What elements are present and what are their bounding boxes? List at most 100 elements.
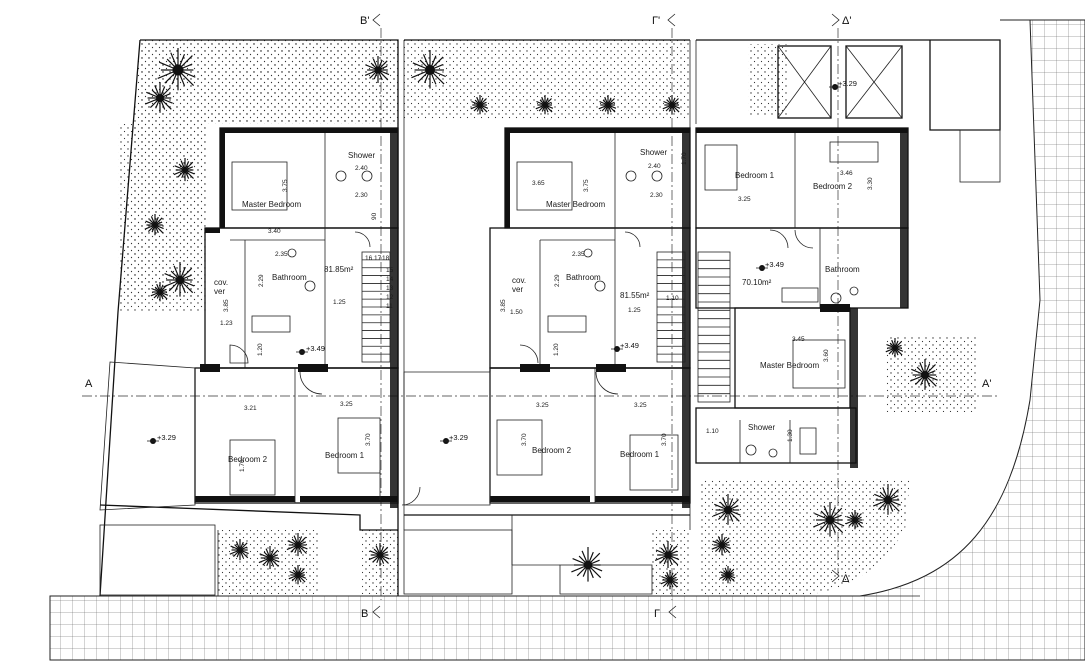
dimension-label: 3.45: [792, 336, 805, 343]
bed-icon: [337, 417, 381, 474]
marker-d-top: Δ': [842, 15, 851, 27]
step-label: 15: [386, 267, 394, 274]
room-label-shower: Shower: [640, 148, 667, 157]
step-label: 11: [386, 303, 393, 310]
dimension-label: 3.25: [340, 401, 353, 408]
room-label-bedroom-2: Bedroom 2: [228, 455, 268, 464]
arrow-icon: [372, 605, 381, 619]
tree-icon: [157, 48, 196, 91]
dimension-label: 3.25: [536, 402, 549, 409]
floor-area-label: 81.85m²: [324, 265, 354, 274]
tree-icon: [229, 539, 249, 561]
unit1-labels: Master Bedroom Shower Bathroom cov.ver 8…: [214, 151, 378, 472]
sink-icon: [745, 444, 757, 456]
tree-icon: [660, 570, 679, 590]
sink-icon: [304, 280, 316, 292]
bed-icon: [516, 161, 573, 211]
dimension-label: 3.85: [500, 299, 507, 312]
marker-a-left: A: [85, 378, 93, 390]
room-label-bedroom-1: Bedroom 1: [735, 171, 775, 180]
level-icon: [296, 349, 308, 355]
arrow-icon: [831, 13, 840, 27]
dimension-label: 3.46: [840, 170, 853, 177]
level-label: +3.29: [449, 433, 468, 442]
room-label-master-bedroom: Master Bedroom: [546, 200, 605, 209]
tree-icon: [150, 282, 169, 302]
dimension-label: 3.25: [738, 196, 751, 203]
section-markers: B' B Γ' Γ Δ' Δ A A': [85, 13, 991, 620]
dimension-label: 1.25: [333, 299, 346, 306]
dimension-label: 3.75: [282, 179, 289, 192]
tree-icon: [286, 533, 308, 557]
dimension-label: 2.40: [355, 165, 368, 172]
dimension-label: 1.20: [553, 343, 560, 356]
level-icon: [440, 438, 452, 444]
dimension-label: 1.10: [666, 295, 679, 302]
room-label-bedroom-2: Bedroom 2: [532, 446, 572, 455]
terraces: [99, 361, 653, 596]
step-label: 17: [374, 255, 382, 262]
tree-icon: [470, 95, 489, 115]
room-label-bathroom: Bathroom: [825, 265, 860, 274]
tree-icon: [813, 502, 845, 537]
dimension-label: 3.21: [244, 405, 257, 412]
dimension-label: 2.40: [648, 163, 661, 170]
level-label: +3.49: [306, 344, 325, 353]
dimension-label: 3.65: [532, 180, 545, 187]
level-icon: [756, 265, 768, 271]
sink-icon: [335, 170, 347, 182]
marker-b-bottom: B: [361, 608, 368, 620]
tree-icon: [368, 543, 390, 567]
dimension-label: 2.29: [554, 274, 561, 287]
level-markers: +3.49 +3.49 +3.49 +3.29 +3.29 +3.29: [147, 79, 857, 444]
room-label-shower: Shower: [748, 423, 775, 432]
tree-icon: [711, 534, 731, 556]
bathtub-icon: [251, 315, 291, 333]
dimension-label: 1.30: [787, 429, 794, 442]
room-label-bedroom-2: Bedroom 2: [813, 182, 853, 191]
dimension-label: 1.23: [220, 320, 233, 327]
arrow-icon: [667, 13, 676, 27]
dimension-label: 3.70: [365, 433, 372, 446]
toilet-icon: [583, 248, 593, 258]
step-label: 18: [382, 255, 390, 262]
dimension-label: 2.29: [258, 274, 265, 287]
step-label: 14: [386, 276, 394, 283]
dimension-label: 1.25: [628, 307, 641, 314]
sink-icon: [625, 170, 637, 182]
room-label-bedroom-1: Bedroom 1: [620, 450, 660, 459]
sink-icon: [830, 292, 842, 304]
stair-step-labels: 16 17 18 15 14 13 12 11: [365, 255, 394, 310]
tree-icon: [571, 547, 603, 582]
floor-area-label: 70.10m²: [742, 278, 772, 287]
dimension-label: 3.70: [521, 433, 528, 446]
tree-icon: [872, 484, 901, 515]
dimension-label: 2.35: [572, 251, 585, 258]
unit2-labels: Master Bedroom Shower Bathroom cov.ver 8…: [500, 148, 688, 459]
room-label-master-bedroom: Master Bedroom: [242, 200, 301, 209]
room-label-cov-ver: cov.ver: [512, 276, 526, 294]
bed-icon: [704, 144, 738, 191]
tree-icon: [712, 494, 741, 525]
room-label-bathroom: Bathroom: [566, 273, 601, 282]
tree-icon: [662, 95, 681, 115]
bed-icon: [829, 141, 879, 163]
level-icon: [147, 438, 159, 444]
step-label: 12: [386, 294, 394, 301]
tree-icon: [411, 50, 446, 89]
shower-tray-icon: [799, 427, 817, 455]
marker-a-right: A': [982, 378, 991, 390]
bathtub-icon: [547, 315, 587, 333]
dimension-label: 3.25: [634, 402, 647, 409]
bed-icon: [229, 439, 276, 496]
marker-g-bottom: Γ: [654, 608, 660, 620]
bathtub-icon: [781, 287, 819, 303]
room-label-bedroom-1: Bedroom 1: [325, 451, 365, 460]
tree-icon: [909, 359, 938, 390]
tree-icon: [654, 541, 680, 568]
section-lines: [82, 28, 1000, 600]
dimension-label: 2.35: [275, 251, 288, 258]
dimension-label: 3.30: [867, 177, 874, 190]
floor-area-label: 81.55m²: [620, 291, 650, 300]
